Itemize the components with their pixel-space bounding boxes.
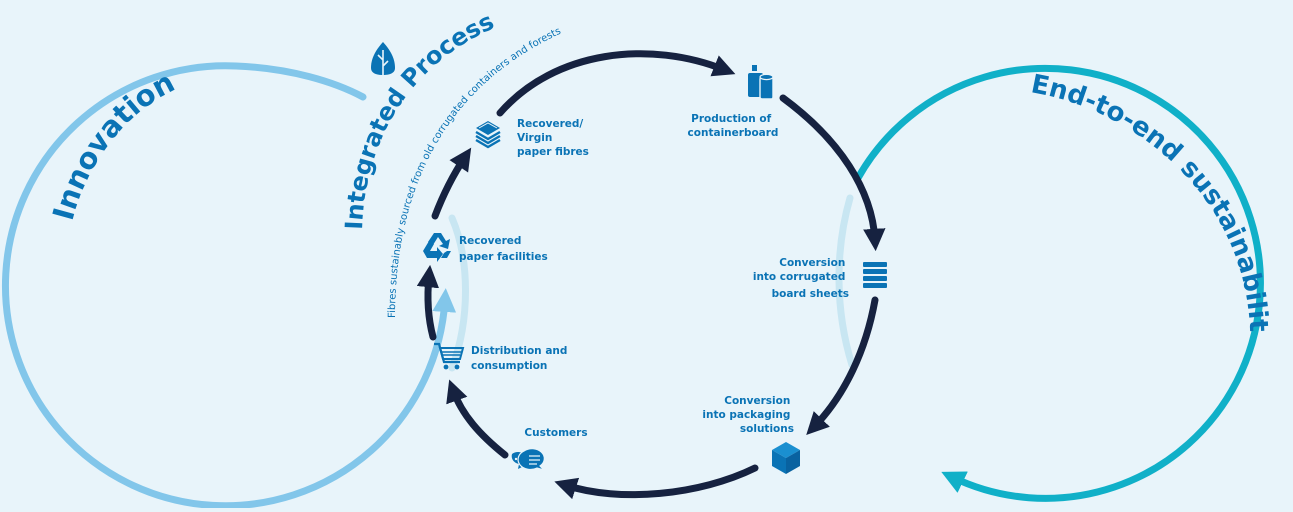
arrow-fibres-to-production <box>496 50 736 117</box>
innovation-title: Innovation <box>46 65 180 224</box>
box-icon <box>772 442 800 474</box>
arrow-distribution-to-recovered <box>416 264 440 341</box>
arrow-recovered-to-fibres <box>431 147 472 220</box>
arrow-production-to-sheets <box>779 94 886 252</box>
step-label-packaging: Conversion into packaging solutions <box>702 395 794 435</box>
step-label-fibres: Recovered/ Virgin paper fibres <box>517 118 589 158</box>
arrow-customers-to-distribution <box>446 379 509 459</box>
sustainability-title: End-to-end sustainability <box>0 0 1273 333</box>
paper-roll-icon <box>748 65 774 100</box>
process-cycle <box>416 50 886 500</box>
right-overlap-band <box>835 194 856 369</box>
board-sheets-icon <box>863 262 887 288</box>
step-label-distribution: Distribution and consumption <box>471 345 571 372</box>
sustainability-cycle-arc <box>854 64 1264 502</box>
step-label-customers: Customers <box>524 427 587 439</box>
shopping-cart-icon <box>434 342 465 370</box>
chat-bubbles-icon <box>511 448 547 472</box>
recycle-icon <box>423 233 451 262</box>
tree-icon <box>371 42 395 81</box>
step-label-sheets: Conversion into corrugated board sheets <box>753 257 849 300</box>
step-label-production: Production of containerboard <box>688 113 779 139</box>
arrow-packaging-to-customers <box>554 464 759 500</box>
paper-stack-icon <box>475 121 501 149</box>
left-overlap-band <box>448 214 469 372</box>
step-label-recovered: Recovered paper facilities <box>459 235 548 263</box>
arrow-sheets-to-packaging <box>806 296 879 436</box>
integrated-process-title: Integrated Process <box>340 7 498 230</box>
innovation-cycle-arc <box>1 62 457 510</box>
